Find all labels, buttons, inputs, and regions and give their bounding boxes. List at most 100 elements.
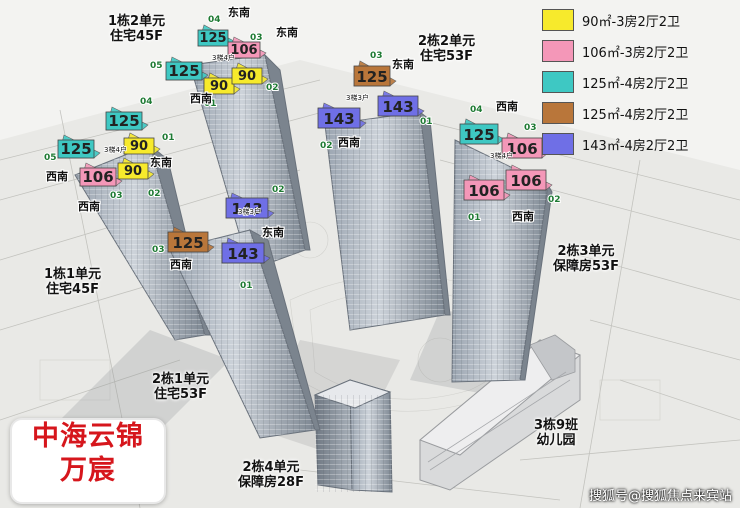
- unit-tile-face: [165, 61, 203, 81]
- core-config-label: 3梯3户: [346, 93, 369, 102]
- unit-tile-face: [317, 107, 361, 129]
- unit-tile-face: [225, 197, 269, 219]
- legend-item-106: 106㎡-3房2厅2卫: [542, 39, 732, 63]
- legend-swatch: [542, 40, 574, 62]
- floor-position-label: 03: [524, 123, 537, 133]
- tower-2-unit-1: [169, 228, 321, 439]
- unit-type-legend: 90㎡-3房2厅2卫 106㎡-3房2厅2卫 125㎡-4房2厅2卫 125㎡-…: [542, 8, 732, 163]
- unit-tile: 90: [123, 132, 161, 155]
- unit-tile-face: [197, 29, 229, 47]
- label-building-2-unit-4: 2栋4单元保障房28F: [238, 460, 304, 490]
- floor-position-label: 02: [272, 185, 285, 195]
- legend-item-125-b: 125㎡-4房2厅2卫: [542, 101, 732, 125]
- unit-area-label: 90: [238, 69, 256, 84]
- core-config-label: 3梯4户: [212, 53, 235, 62]
- unit-tile-face: [377, 95, 419, 117]
- unit-area-label: 143: [227, 245, 258, 263]
- unit-tiles: 1251061259090125125106909012514314312514…: [57, 24, 553, 264]
- legend-label: 90㎡-3房2厅2卫: [582, 14, 681, 30]
- tower-2-unit-4: [313, 379, 393, 493]
- unit-tile-face: [79, 167, 117, 187]
- floor-position-label: 01: [162, 133, 175, 143]
- unit-tile: 90: [203, 72, 241, 95]
- unit-tile: 106: [463, 174, 511, 201]
- label-building-3-kindergarten: 3栋9班幼儿园: [534, 418, 579, 448]
- unit-area-label: 125: [168, 62, 199, 80]
- unit-tile-face: [117, 162, 149, 180]
- orientation-text: 西南: [512, 209, 534, 223]
- watermark: 搜狐号@搜狐焦点来宾站: [588, 489, 732, 504]
- unit-tile: 125: [167, 226, 215, 253]
- legend-item-90: 90㎡-3房2厅2卫: [542, 8, 732, 32]
- unit-area-label: 125: [356, 68, 387, 86]
- unit-tile: 143: [225, 192, 275, 219]
- unit-tile-face: [203, 77, 235, 95]
- floor-position-label: 01: [420, 117, 433, 127]
- unit-tile: 125: [57, 134, 101, 159]
- unit-area-label: 143: [323, 110, 354, 128]
- unit-tile: 106: [505, 164, 553, 191]
- unit-tile: 125: [459, 118, 505, 145]
- legend-swatch: [542, 71, 574, 93]
- unit-tile: 125: [197, 24, 235, 47]
- unit-area-label: 125: [108, 112, 139, 130]
- unit-tile: 125: [105, 106, 149, 131]
- unit-tile-face: [105, 111, 143, 131]
- unit-tile: 106: [227, 36, 267, 59]
- unit-tile-face: [221, 242, 265, 264]
- unit-area-label: 90: [130, 139, 148, 154]
- unit-tile-face: [463, 179, 505, 201]
- orientation-text: 西南: [496, 99, 518, 113]
- unit-area-label: 90: [124, 164, 142, 179]
- unit-tile: 106: [501, 132, 549, 159]
- core-config-label: 3梯4户: [490, 151, 513, 160]
- unit-tile-face: [227, 41, 261, 59]
- tower-2-unit-3: [451, 139, 553, 383]
- floor-position-label: 04: [470, 105, 483, 115]
- orientation-text: 东南: [276, 25, 298, 39]
- orientation-text: 西南: [78, 199, 100, 213]
- floor-position-label: 01: [468, 213, 481, 223]
- legend-swatch: [542, 9, 574, 31]
- orientation-text: 东南: [262, 225, 284, 239]
- floor-position-label: 01: [204, 99, 217, 109]
- unit-tile-face: [353, 65, 391, 87]
- legend-item-125-a: 125㎡-4房2厅2卫: [542, 70, 732, 94]
- floor-position-label: 03: [370, 51, 383, 61]
- core-config-label: 3梯4户: [104, 145, 127, 154]
- orientation-text: 西南: [190, 91, 212, 105]
- label-building-2-unit-1: 2栋1单元住宅53F: [152, 372, 210, 402]
- unit-area-label: 106: [468, 182, 499, 200]
- floor-position-label: 04: [208, 15, 221, 25]
- unit-tile-face: [123, 137, 155, 155]
- legend-swatch: [542, 102, 574, 124]
- unit-tile-face: [57, 139, 95, 159]
- unit-area-label: 143: [231, 200, 262, 218]
- label-building-1-unit-2: 1栋2单元住宅45F: [108, 14, 166, 44]
- unit-tile-face: [459, 123, 499, 145]
- unit-tile: 90: [231, 62, 269, 85]
- label-building-2-unit-3: 2栋3单元保障房53F: [553, 244, 619, 274]
- tower-2-unit-2: [324, 110, 451, 331]
- unit-tile-face: [231, 67, 263, 85]
- floor-position-label: 02: [266, 83, 279, 93]
- legend-item-143: 143㎡-4房2厅2卫: [542, 132, 732, 156]
- orientation-text: 西南: [170, 257, 192, 271]
- unit-tile: 106: [79, 162, 123, 187]
- project-logo-text: 中海云锦万宸: [10, 418, 166, 504]
- floor-position-label: 03: [250, 33, 263, 43]
- legend-swatch: [542, 133, 574, 155]
- floor-position-label: 03: [152, 245, 165, 255]
- orientation-text: 东南: [392, 57, 414, 71]
- floor-position-label: 03: [110, 191, 123, 201]
- unit-area-label: 125: [172, 234, 203, 252]
- unit-tile: 125: [165, 56, 209, 81]
- orientation-text: 东南: [228, 5, 250, 19]
- floor-position-label: 04: [140, 97, 153, 107]
- unit-area-label: 106: [506, 140, 537, 158]
- legend-label: 106㎡-3房2厅2卫: [582, 45, 689, 61]
- unit-tile-face: [505, 169, 547, 191]
- legend-label: 125㎡-4房2厅2卫: [582, 76, 689, 92]
